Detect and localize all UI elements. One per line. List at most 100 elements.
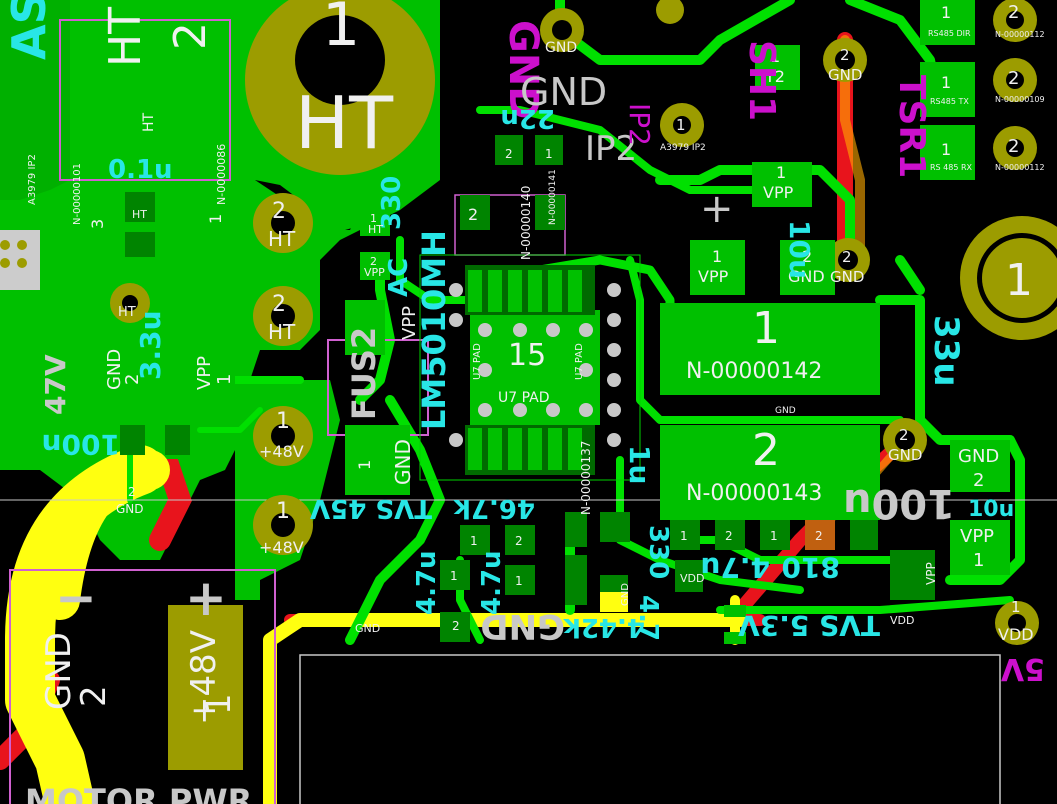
- label-pad-vpp1: VPP: [194, 356, 215, 390]
- label-gnd-top-rotated: GND: [500, 20, 546, 120]
- label-u7pad-left: U7 PAD: [472, 343, 483, 380]
- label-pad1ht-net: HT: [368, 223, 383, 236]
- label-pin1-48v-a: 1: [276, 409, 290, 434]
- label-rs-pin-b: 1: [941, 73, 951, 92]
- label-fuse: FUS2: [345, 327, 383, 420]
- label-hs: AS: [2, 0, 56, 60]
- label-pad-1e: 1: [515, 574, 523, 588]
- label-gnd-fuse: GND: [391, 439, 415, 485]
- label-pad-gnd2: GND: [104, 349, 125, 390]
- label-n86: N-0000086: [215, 144, 228, 205]
- label-gnd-via-rr-net: GND: [888, 446, 922, 464]
- label-vpp-fuse: VPP: [399, 306, 420, 340]
- label-rs-pin-a: 1: [941, 3, 951, 22]
- label-rs2-a: 2: [1008, 2, 1019, 23]
- label-pad2vpp: 2: [370, 255, 377, 268]
- label-small-2: 2: [505, 147, 513, 161]
- label-4-42k: 4.42k: [563, 612, 645, 642]
- label-big-two: 2: [752, 425, 780, 476]
- label-pad2ht-b-net: HT: [268, 320, 296, 344]
- label-gnd-vert: GND: [620, 583, 631, 606]
- smd-pads[interactable]: [0, 0, 1010, 770]
- label-34: 4.7: [633, 595, 663, 641]
- label-small-1: 1: [545, 147, 553, 161]
- label-gnd-via-t: 2: [840, 46, 850, 64]
- label-100u: 100u: [843, 480, 955, 526]
- label-vpp-pin: 1: [776, 163, 786, 182]
- label-t2-pin: 1: [770, 47, 780, 66]
- label-rs2-c: 2: [1008, 136, 1019, 157]
- label-vdd: VDD: [998, 625, 1034, 644]
- label-gnd-via-r-net: GND: [830, 268, 864, 286]
- label-n143: N-00000143: [686, 481, 822, 506]
- label-vdd-sm: VDD: [890, 614, 914, 627]
- label-ht-small-1: HT: [132, 208, 147, 221]
- label-tvs45: TVS 45V: [310, 493, 432, 523]
- label-33u: 33u: [926, 315, 966, 387]
- label-vpp-l-pin: 1: [712, 247, 722, 266]
- label-47v: 47V: [39, 354, 72, 415]
- label-gnd-via-t-net: GND: [828, 66, 862, 84]
- label-big-one: 1: [752, 303, 780, 354]
- label-rs485-dir: RS485 DIR: [928, 29, 971, 38]
- label-470n: 4.7u: [412, 550, 442, 615]
- label-22n: 22n: [500, 103, 555, 133]
- label-n141: N-00000141: [548, 169, 558, 225]
- label-pin1-48v-b: 1: [276, 499, 290, 524]
- label-vpp-l: VPP: [698, 267, 729, 286]
- label-a3979-ip2-right: A3979 IP2: [660, 143, 706, 153]
- label-n109: N-00000109: [995, 95, 1045, 104]
- label-vpp-sm: VPP: [924, 562, 938, 585]
- label-vdd-small: VDD: [680, 572, 704, 585]
- label-48v-b: +48V: [259, 538, 304, 557]
- label-n140: N-00000140: [519, 186, 533, 260]
- label-lm5010mh: LM5010MH: [415, 230, 453, 430]
- label-tvs53: TVS 5.3V: [738, 609, 880, 642]
- label-n142: N-00000142: [686, 359, 822, 384]
- label-gnd-top: GND: [520, 70, 607, 114]
- label-gnd-small: GND: [775, 406, 796, 416]
- label-vdd-pin: 1: [1011, 598, 1021, 616]
- label-plus: +: [185, 569, 227, 627]
- label-0-1u: 0.1u: [108, 155, 173, 185]
- label-u7-15: 15: [508, 338, 546, 373]
- label-n112b: N-00000112: [995, 163, 1045, 172]
- label-pad-vpp1-pin: 1: [214, 374, 235, 385]
- label-rs485-tx: RS485 TX: [930, 97, 969, 106]
- label-pad-2c: 2: [515, 534, 523, 548]
- label-pad2ht-a: 2: [272, 199, 286, 224]
- large-mount-pad-right[interactable]: [960, 216, 1057, 340]
- label-pad2vpp-net: VPP: [364, 266, 385, 279]
- label-rs2-b: 2: [1008, 68, 1019, 89]
- label-big-one-r: 1: [1005, 255, 1033, 306]
- label-ht-one: 1: [322, 0, 360, 60]
- label-pad-ht-top: HT: [141, 112, 157, 132]
- label-pad-gnd2-pin: 2: [122, 374, 143, 385]
- u7-ic-lm5010[interactable]: [449, 265, 621, 475]
- label-gnd-trace: GND: [355, 622, 380, 635]
- label-n101: N-00000101: [72, 163, 83, 225]
- label-vpp-pad-r: VPP: [960, 526, 994, 547]
- label-48v-a: +48V: [259, 442, 304, 461]
- label-gnd-pad-r-pin: 2: [973, 470, 984, 491]
- label-vpp-pad: VPP: [763, 183, 794, 202]
- label-5v: 5V: [1000, 651, 1045, 686]
- label-10u: 10u: [968, 497, 1014, 522]
- label-330-ac: 330: [377, 176, 407, 230]
- label-ht-two: 2: [165, 22, 216, 50]
- label-vpp-pad-r-pin: 1: [973, 550, 984, 571]
- label-sh1: SH1: [741, 40, 782, 121]
- label-100n: 100n: [42, 428, 120, 461]
- label-pad-2b: 2: [815, 529, 823, 543]
- label-pad-2a: 2: [725, 529, 733, 543]
- label-gnd-via-rr: 2: [899, 426, 909, 444]
- label-gnd-via-bl: 2: [128, 485, 136, 499]
- label-gnd-r: GND: [788, 267, 825, 286]
- large-mount-pad-ht[interactable]: [245, 0, 435, 175]
- label-ht-big: HT: [295, 81, 394, 165]
- label-ht-pin1: 1: [206, 214, 225, 224]
- vias[interactable]: [122, 11, 1026, 632]
- label-u7pad: U7 PAD: [498, 390, 550, 406]
- label-via-ht: HT: [118, 305, 136, 320]
